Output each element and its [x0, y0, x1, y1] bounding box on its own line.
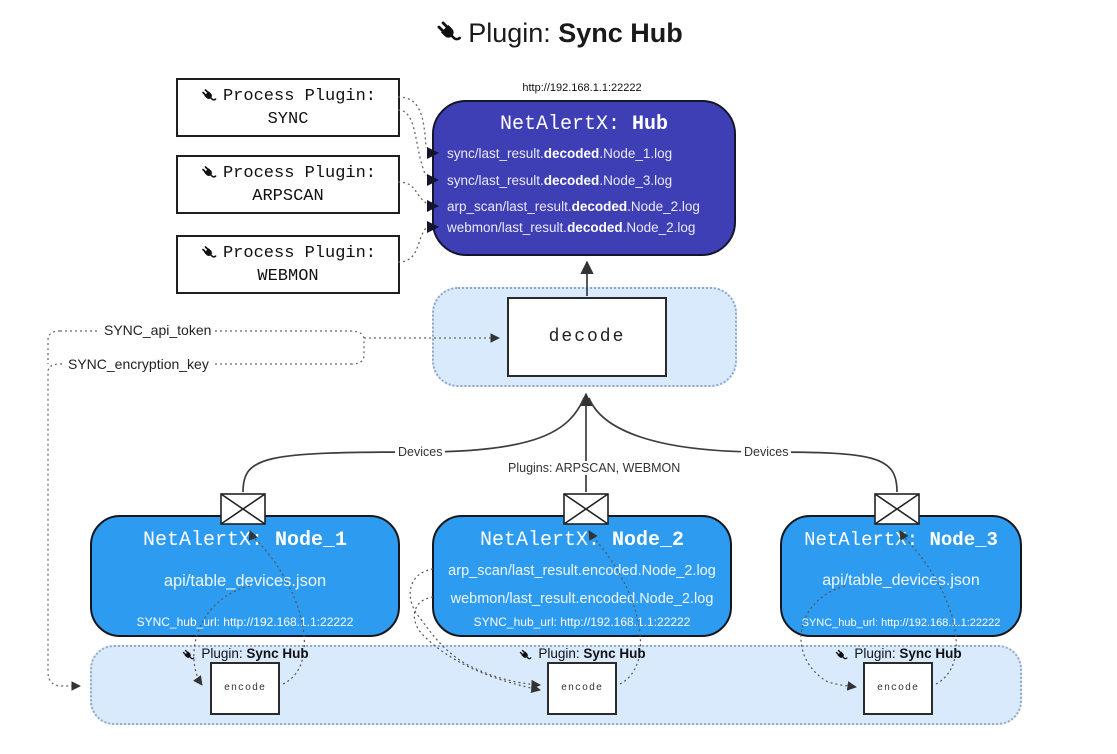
node-file-line: webmon/last_result.encoded.Node_2.log [450, 591, 714, 607]
node-3-box: NetAlertX: Node_3 api/table_devices.json… [780, 515, 1022, 637]
encode-box: encode [547, 662, 617, 715]
hub-box: NetAlertX: Hub sync/last_result.decoded.… [432, 100, 736, 256]
node-2-box: NetAlertX: Node_2 arp_scan/last_result.e… [432, 515, 732, 637]
node-title: NetAlertX: Node_2 [479, 529, 685, 552]
edge-arpscan-to-hub3 [397, 181, 427, 204]
plug-icon [202, 165, 217, 178]
edge-sync-to-hub2 [397, 109, 427, 177]
devices-label-left: Devices [395, 445, 446, 459]
hub-log-line: arp_scan/last_result.decoded.Node_2.log [447, 199, 700, 214]
hub-log-line: sync/last_result.decoded.Node_1.log [447, 146, 673, 161]
process-plugin-name: ARPSCAN [252, 186, 324, 206]
edge-webmon-to-hub4 [397, 227, 427, 263]
hub-title: NetAlertX: Hub [499, 113, 669, 136]
devices-label-right: Devices [741, 445, 792, 459]
process-plugin-webmon: Process Plugin: WEBMON [176, 235, 400, 294]
decode-box: decode [507, 297, 667, 377]
sync-encryption-key-label: SYNC_encryption_key [64, 356, 213, 372]
node-hub-url: SYNC_hub_url: http://192.168.1.1:22222 [473, 615, 691, 629]
hub-log-line: webmon/last_result.decoded.Node_2.log [447, 220, 696, 235]
node-1-box: NetAlertX: Node_1 api/table_devices.json… [90, 515, 400, 637]
plug-icon [202, 245, 217, 258]
page-title-prefix: Plugin: [468, 18, 559, 48]
node-file-line: arp_scan/last_result.encoded.Node_2.log [448, 563, 716, 579]
sync-api-token-label: SYNC_api_token [100, 322, 216, 338]
plug-icon [183, 649, 195, 660]
node-file-line: api/table_devices.json [822, 572, 980, 589]
process-plugin-sync: Process Plugin: SYNC [176, 78, 400, 137]
page-title: Plugin: Sync Hub [0, 18, 1117, 49]
encode-box: encode [863, 662, 933, 715]
process-plugin-name: SYNC [267, 109, 309, 129]
process-plugin-arpscan: Process Plugin: ARPSCAN [176, 155, 400, 214]
plug-icon [437, 21, 462, 41]
encode-box: encode [210, 662, 280, 715]
plug-icon [202, 88, 217, 101]
node-hub-url: SYNC_hub_url: http://192.168.1.1:22222 [136, 615, 354, 629]
plugins-label-mid: Plugins: ARPSCAN, WEBMON [505, 461, 684, 475]
page-title-name: Sync Hub [558, 18, 683, 48]
process-plugin-name: WEBMON [257, 266, 319, 286]
sync-hub-badge: Plugin: Sync Hub [808, 646, 988, 662]
config-rect-topleft [47, 330, 61, 364]
hub-log-line: sync/last_result.decoded.Node_3.log [447, 173, 673, 188]
node-hub-url: SYNC_hub_url: http://192.168.1.1:22222 [801, 617, 1001, 629]
process-plugin-label: Process Plugin: [222, 163, 377, 183]
node-title: NetAlertX: Node_1 [142, 529, 348, 552]
plug-icon [836, 649, 848, 660]
edge-sync-to-hub1 [397, 96, 427, 149]
node-file-line: api/table_devices.json [163, 572, 327, 590]
process-plugin-label: Process Plugin: [222, 86, 377, 106]
sync-hub-badge: Plugin: Sync Hub [492, 646, 672, 662]
node-title: NetAlertX: Node_3 [804, 529, 998, 551]
plug-icon [520, 649, 532, 660]
hub-url: http://192.168.1.1:22222 [522, 82, 642, 94]
sync-hub-badge: Plugin: Sync Hub [155, 646, 335, 662]
process-plugin-label: Process Plugin: [222, 243, 377, 263]
